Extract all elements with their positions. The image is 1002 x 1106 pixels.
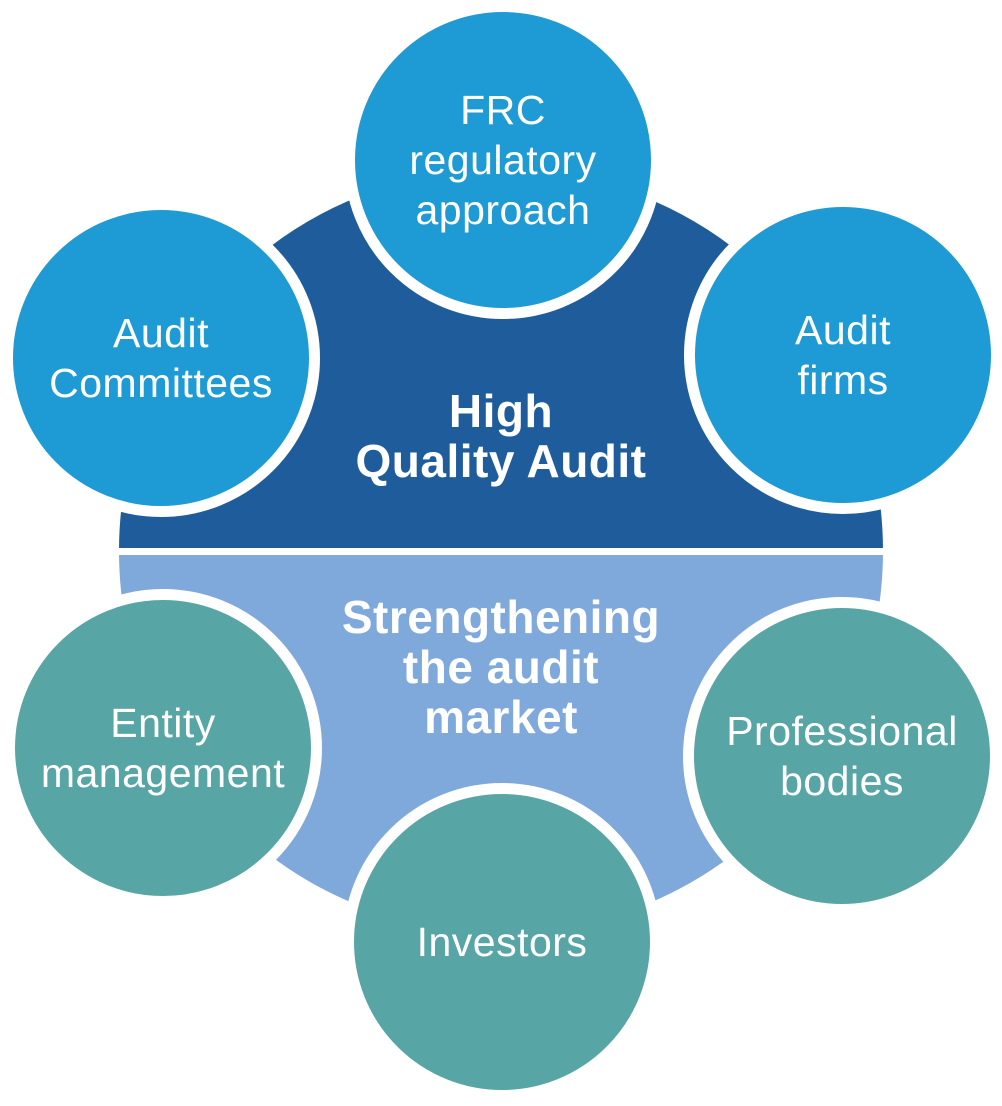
satellite-audit-firms: Audit firms bbox=[684, 196, 1002, 514]
satellite-frc-regulatory-approach: FRC regulatory approach bbox=[344, 1, 662, 319]
audit-committees-label: Audit Committees bbox=[49, 310, 273, 406]
satellite-investors: Investors bbox=[343, 783, 661, 1101]
frc-regulatory-approach-label: FRC regulatory approach bbox=[409, 87, 597, 233]
satellite-professional-bodies: Professional bodies bbox=[683, 597, 1001, 915]
strengthening-audit-market-label: Strengthening the audit market bbox=[341, 591, 661, 743]
high-quality-audit-label: High Quality Audit bbox=[355, 385, 647, 487]
audit-firms-label: Audit firms bbox=[795, 307, 891, 403]
investors-label: Investors bbox=[416, 919, 588, 965]
professional-bodies-label: Professional bodies bbox=[726, 708, 958, 804]
entity-management-label: Entity management bbox=[40, 700, 286, 796]
satellite-audit-committees: Audit Committees bbox=[2, 199, 320, 517]
satellite-entity-management: Entity management bbox=[4, 589, 322, 907]
